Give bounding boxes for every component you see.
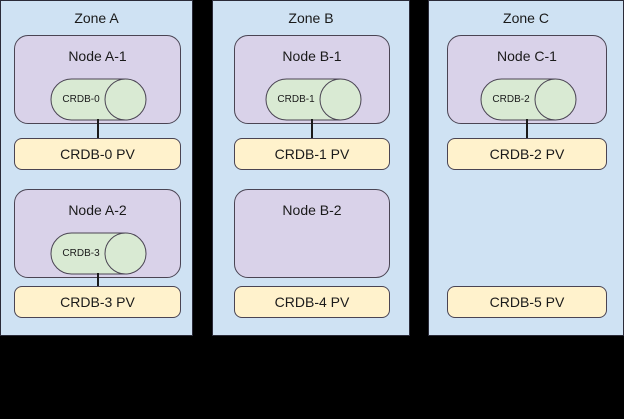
node-title-a-2: Node A-2	[68, 202, 127, 218]
pv-box-crdb-5: CRDB-5 PV	[447, 286, 607, 318]
node-title-b-2: Node B-2	[282, 202, 342, 218]
cylinder-shape-icon	[50, 232, 147, 275]
connector-a-1	[97, 119, 99, 140]
node-title-a-1: Node A-1	[68, 48, 127, 64]
node-title-c-1: Node C-1	[497, 48, 557, 64]
node-box-c-1: Node C-1 CRDB-2	[447, 35, 607, 124]
node-box-a-1: Node A-1 CRDB-0	[14, 35, 181, 124]
zone-title-c: Zone C	[503, 10, 549, 26]
connector-b-1	[311, 119, 313, 140]
connector-a-2	[97, 273, 99, 294]
cylinder-shape-icon	[265, 78, 362, 121]
pv-box-crdb-3: CRDB-3 PV	[14, 286, 181, 318]
node-box-b-2: Node B-2	[234, 189, 390, 278]
pv-box-crdb-4: CRDB-4 PV	[234, 286, 390, 318]
zone-panel-c: Zone C Node C-1 CRDB-2 CRDB-2 PV CRDB-5 …	[428, 0, 624, 336]
cylinder-shape-icon	[480, 78, 577, 121]
crdb-cylinder-0: CRDB-0	[50, 78, 147, 121]
crdb-cylinder-1: CRDB-1	[265, 78, 362, 121]
pv-box-crdb-2: CRDB-2 PV	[447, 138, 607, 170]
pv-box-crdb-1: CRDB-1 PV	[234, 138, 390, 170]
crdb-cylinder-2: CRDB-2	[480, 78, 577, 121]
node-box-a-2: Node A-2 CRDB-3	[14, 189, 181, 278]
zone-panel-a: Zone A Node A-1 CRDB-0 CRDB-0 PV Node A-…	[0, 0, 193, 336]
zone-title-a: Zone A	[74, 10, 119, 26]
crdb-cylinder-3: CRDB-3	[50, 232, 147, 275]
zone-panel-b: Zone B Node B-1 CRDB-1 CRDB-1 PV Node B-…	[212, 0, 410, 336]
zone-title-b: Zone B	[288, 10, 334, 26]
pv-box-crdb-0: CRDB-0 PV	[14, 138, 181, 170]
cylinder-shape-icon	[50, 78, 147, 121]
node-title-b-1: Node B-1	[282, 48, 342, 64]
node-box-b-1: Node B-1 CRDB-1	[234, 35, 390, 124]
connector-c-1	[526, 119, 528, 140]
